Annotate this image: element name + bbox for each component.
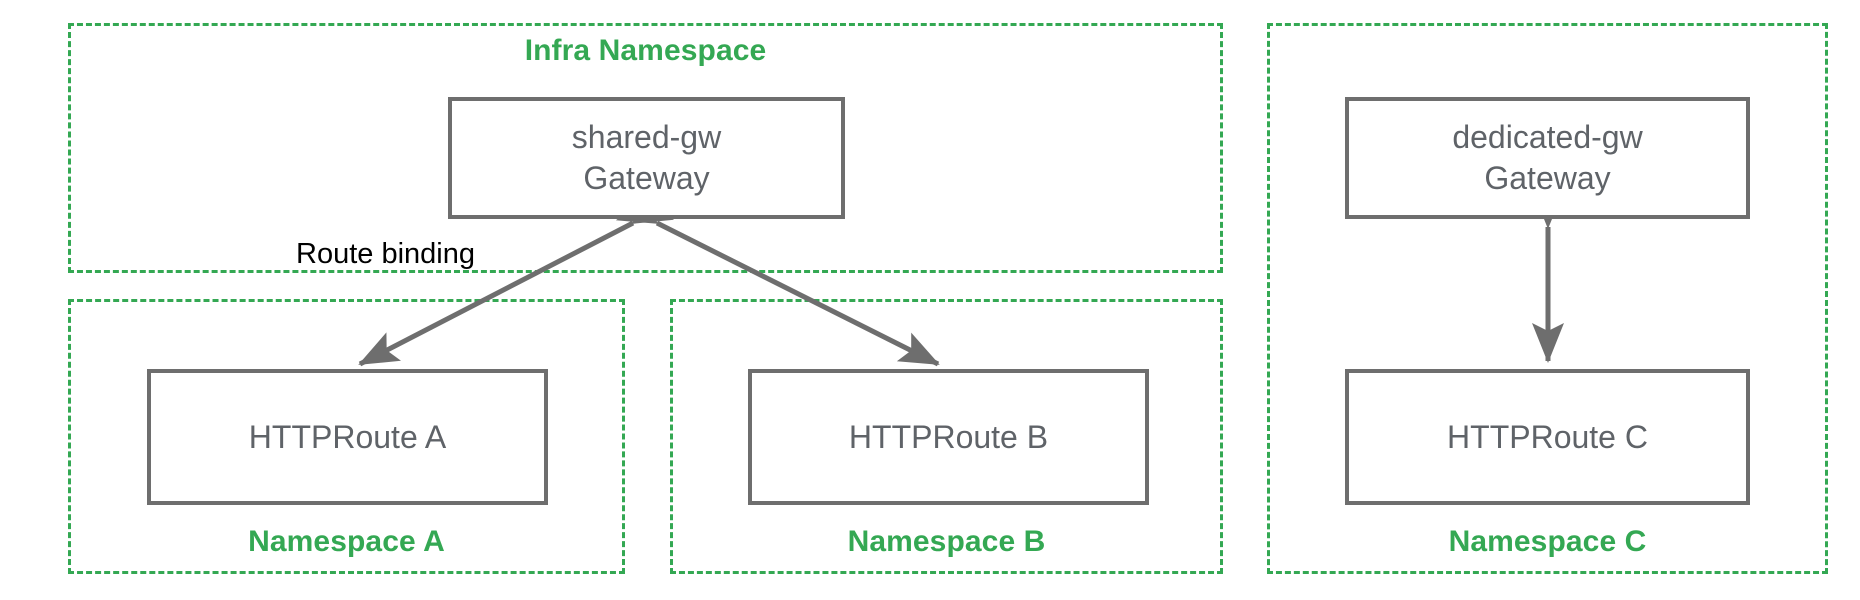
resource-box-dedicated-gw[interactable]: dedicated-gw Gateway	[1345, 97, 1750, 219]
namespace-label-c: Namespace C	[1448, 525, 1647, 558]
namespace-box-b	[670, 299, 1223, 574]
namespace-box-c	[1267, 23, 1828, 574]
resource-box-shared-gw[interactable]: shared-gw Gateway	[448, 97, 845, 219]
namespace-label-a: Namespace A	[248, 525, 445, 558]
namespace-box-a	[68, 299, 625, 574]
namespace-label-b: Namespace B	[847, 525, 1046, 558]
resource-box-httproute-b[interactable]: HTTPRoute B	[748, 369, 1149, 505]
edge-label-route-binding: Route binding	[296, 238, 475, 270]
resource-box-httproute-c[interactable]: HTTPRoute C	[1345, 369, 1750, 505]
resource-box-httproute-a[interactable]: HTTPRoute A	[147, 369, 548, 505]
namespace-label-infra: Infra Namespace	[524, 34, 767, 67]
